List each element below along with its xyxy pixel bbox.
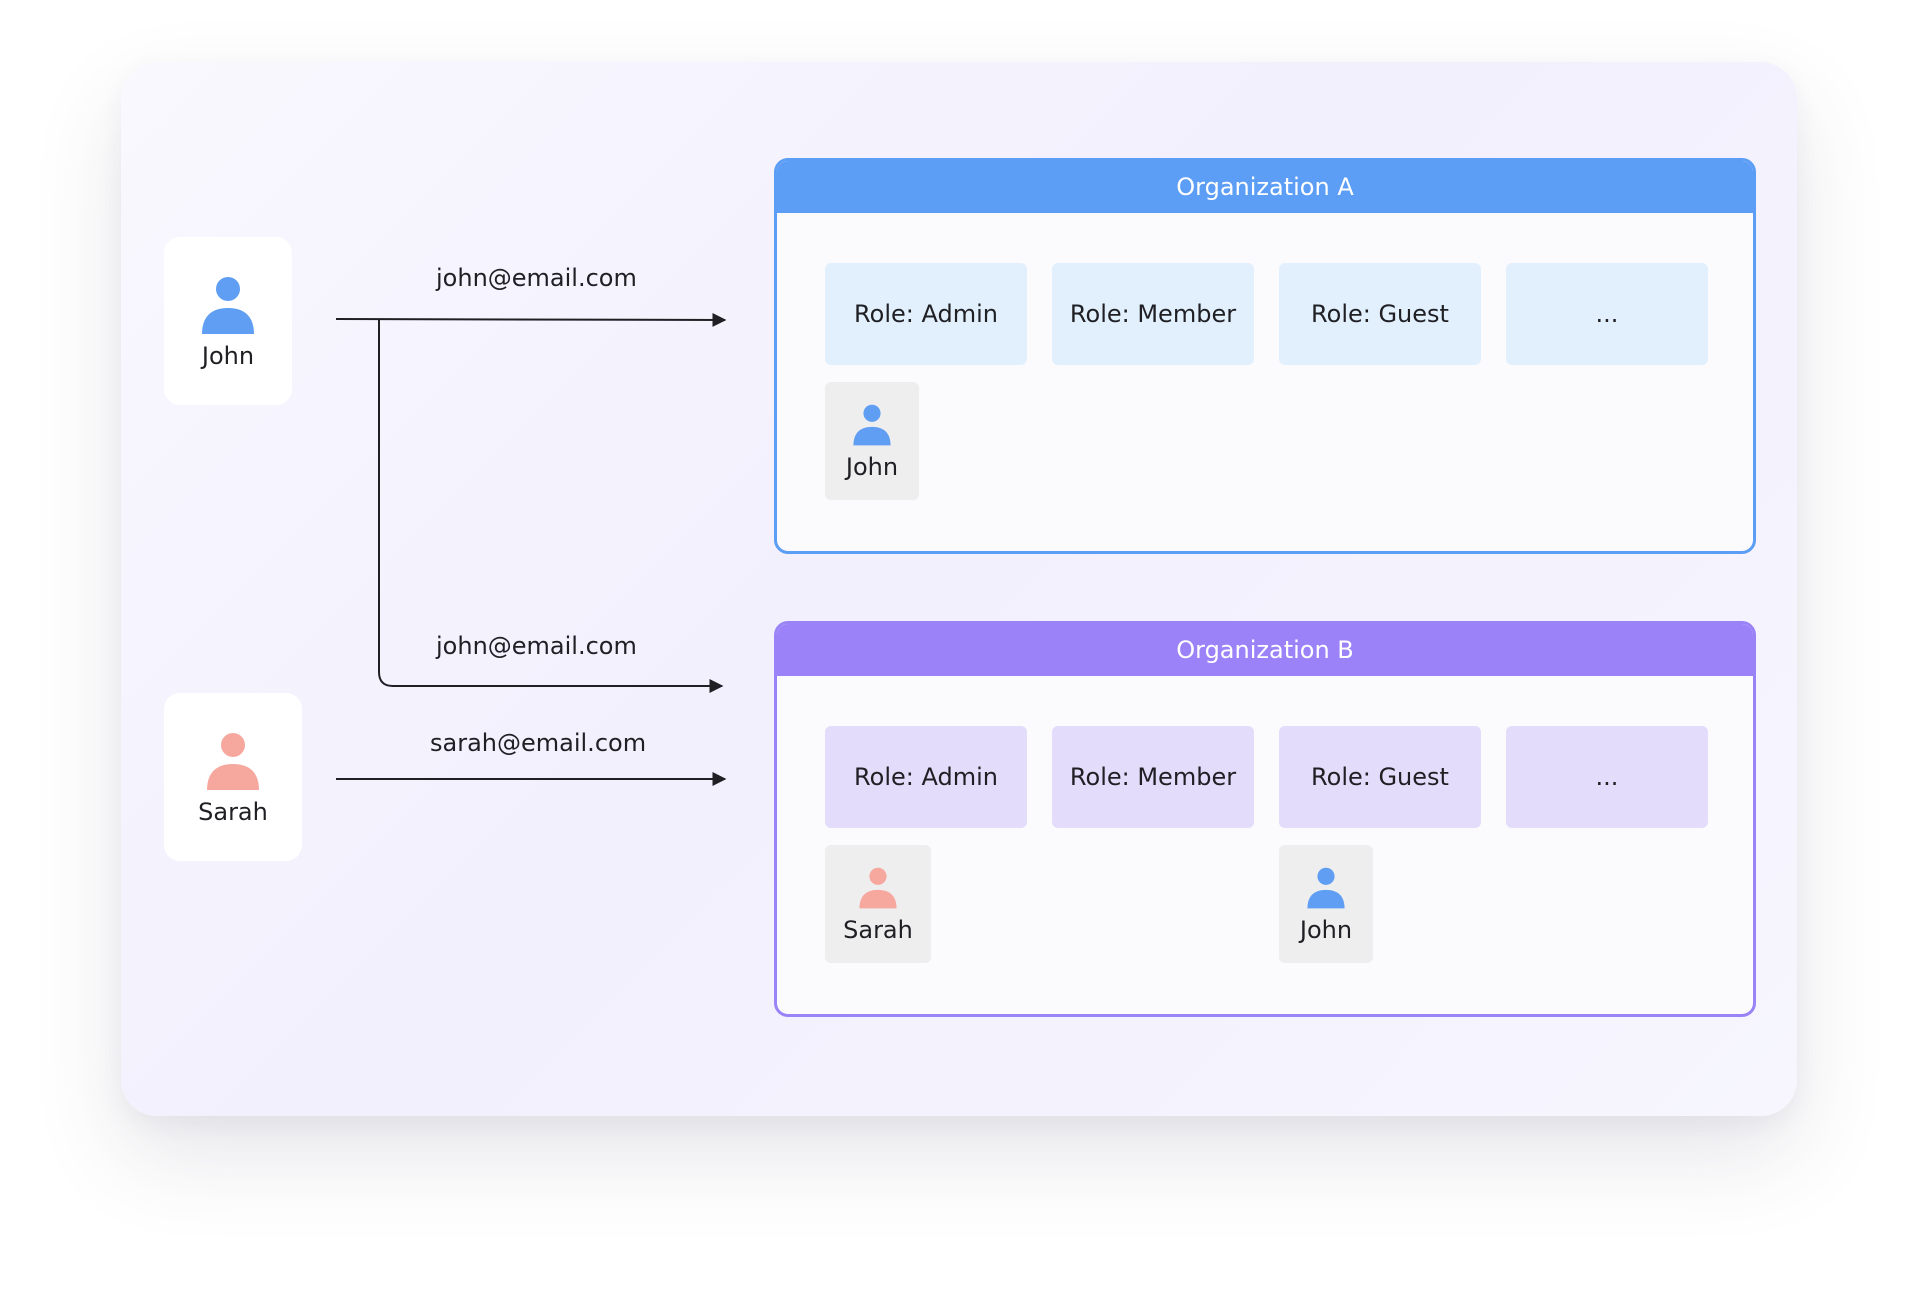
role-guest: Role: Guest xyxy=(1279,263,1481,365)
user-card-john: John xyxy=(164,237,292,405)
organization-b: Organization B Role: Admin Role: Member … xyxy=(774,621,1756,1017)
role-admin: Role: Admin xyxy=(825,263,1027,365)
role-more: ... xyxy=(1506,726,1708,828)
role-guest: Role: Guest xyxy=(1279,726,1481,828)
email-label: john@email.com xyxy=(436,264,637,292)
organization-title: Organization A xyxy=(777,161,1753,213)
organization-title: Organization B xyxy=(777,624,1753,676)
arrow-john-org-b xyxy=(378,319,724,693)
email-label: sarah@email.com xyxy=(430,729,647,757)
user-icon xyxy=(853,404,891,446)
member-name: John xyxy=(1299,916,1353,944)
user-icon xyxy=(859,867,897,909)
user-icon xyxy=(1307,867,1345,909)
role-more: ... xyxy=(1506,263,1708,365)
member-john: John xyxy=(1279,845,1373,963)
user-card-sarah: Sarah xyxy=(164,693,302,861)
role-member: Role: Member xyxy=(1052,726,1254,828)
user-icon xyxy=(202,277,254,334)
role-member: Role: Member xyxy=(1052,263,1254,365)
member-name: Sarah xyxy=(843,916,913,944)
organization-a: Organization A Role: Admin Role: Member … xyxy=(774,158,1756,554)
member-name: John xyxy=(845,453,899,481)
member-john: John xyxy=(825,382,919,500)
member-sarah: Sarah xyxy=(825,845,931,963)
arrow-john-org-a xyxy=(335,312,727,327)
email-label: john@email.com xyxy=(436,632,637,660)
user-name: Sarah xyxy=(198,798,268,826)
user-icon xyxy=(207,733,259,790)
user-name: John xyxy=(201,342,255,370)
role-admin: Role: Admin xyxy=(825,726,1027,828)
